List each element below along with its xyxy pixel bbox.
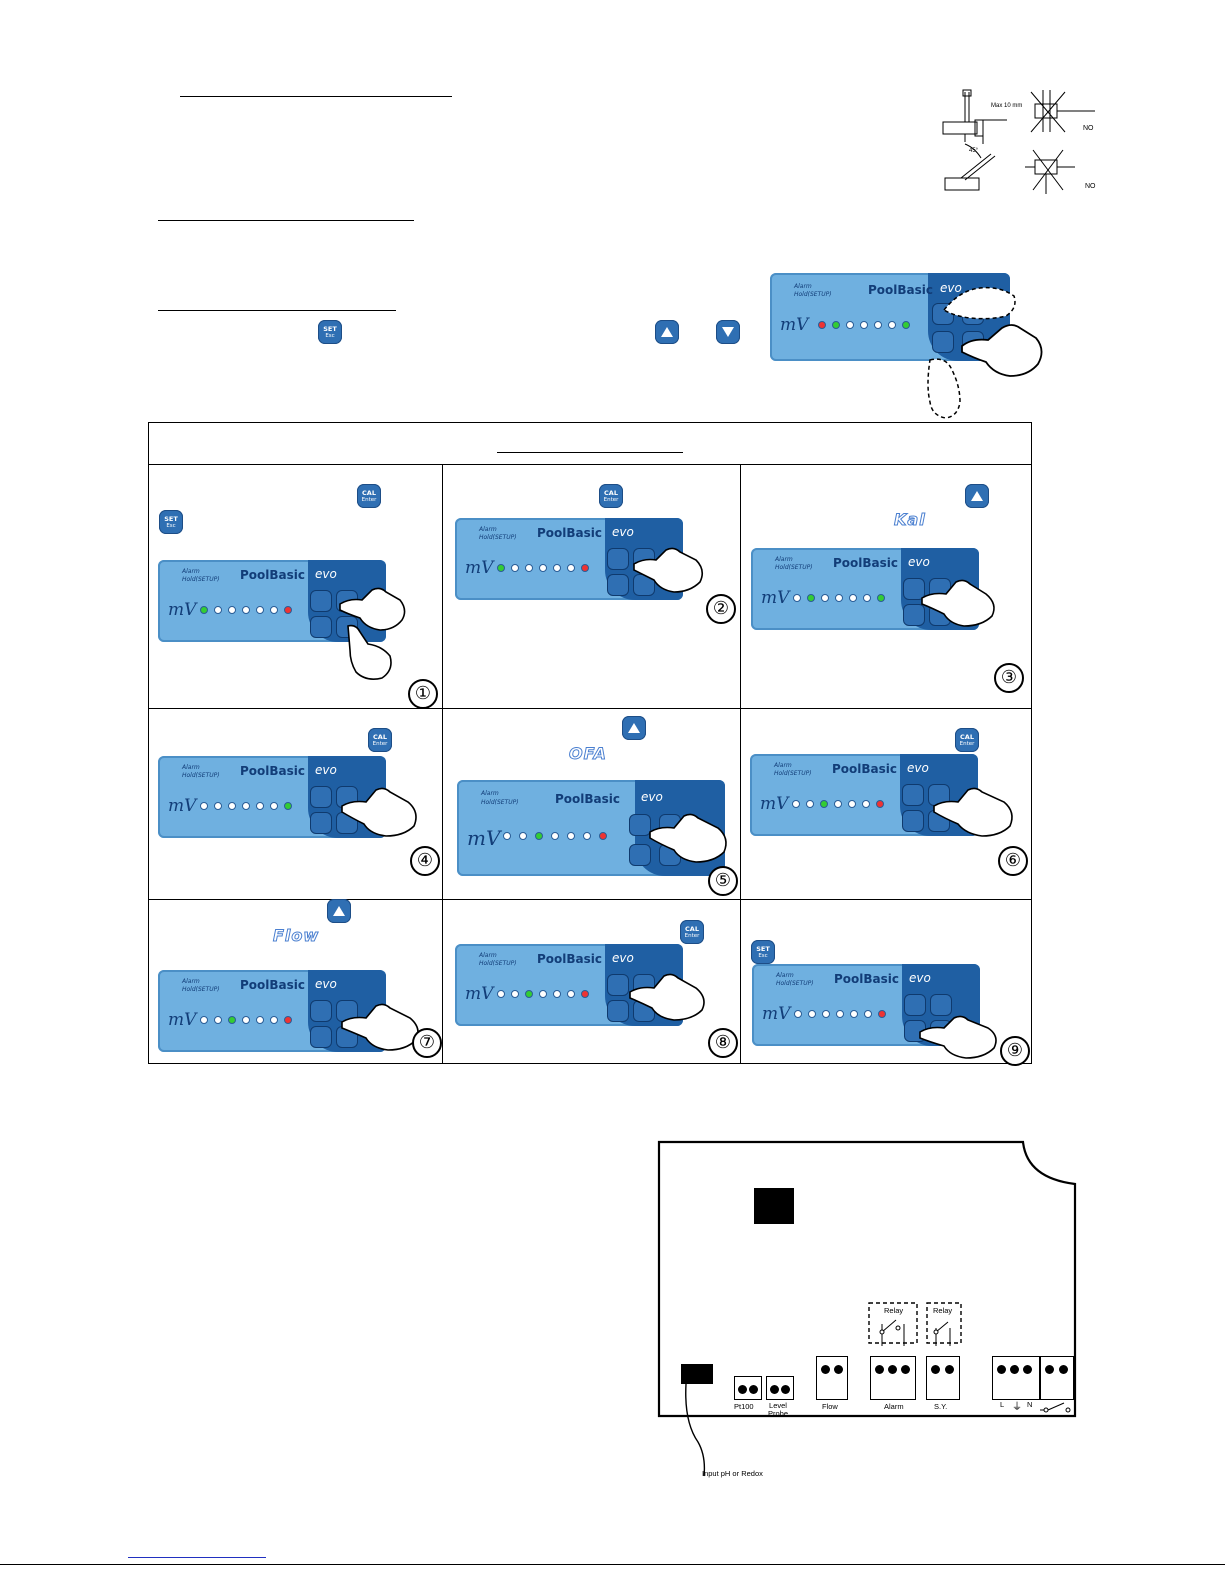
terminal-alarm bbox=[870, 1356, 916, 1400]
terminal-mains bbox=[992, 1356, 1040, 1400]
hand-pointer bbox=[347, 624, 392, 680]
step-number: ② bbox=[706, 594, 736, 624]
no-label-1: NO bbox=[1083, 125, 1094, 132]
footer-link-underline bbox=[128, 1557, 266, 1558]
grid-title-underline bbox=[497, 452, 683, 453]
step-number: ④ bbox=[410, 846, 440, 876]
label-alarm: Alarm bbox=[884, 1402, 904, 1411]
pcb-outline bbox=[657, 1140, 1077, 1418]
terminal-pt100 bbox=[734, 1376, 762, 1400]
label-level-probe: Level Probe bbox=[767, 1401, 788, 1418]
terminal-flow bbox=[816, 1356, 848, 1400]
hand-pointer bbox=[649, 813, 727, 863]
step-number: ③ bbox=[994, 663, 1024, 693]
switch-symbol-icon bbox=[1040, 1402, 1071, 1413]
hand-pointer bbox=[629, 973, 705, 1021]
relay-box-sv bbox=[926, 1302, 962, 1346]
label-mains-n: N bbox=[1027, 1400, 1033, 1409]
footer-rule bbox=[0, 1564, 1225, 1565]
probe-installation-figure: Max 10 mm 45° NO NO bbox=[942, 89, 1096, 194]
up-button-icon bbox=[327, 899, 351, 923]
step-number: ① bbox=[408, 679, 438, 709]
hand-pointer-dashed-bottom bbox=[927, 358, 961, 419]
relay-label-2: Relay bbox=[933, 1306, 953, 1315]
heading-underline-1 bbox=[180, 96, 452, 97]
mode-word-ofa: OFA bbox=[569, 744, 607, 764]
hand-pointer bbox=[961, 324, 1043, 377]
mode-word-kal: Kal bbox=[894, 510, 926, 530]
terminal-switch bbox=[1040, 1356, 1074, 1400]
grid-row-divider-2 bbox=[148, 899, 1032, 900]
hand-pointer bbox=[921, 579, 995, 627]
step-number: ⑤ bbox=[708, 866, 738, 896]
ground-icon: ⏚ bbox=[1012, 1402, 1022, 1413]
step-number: ⑦ bbox=[412, 1028, 442, 1058]
step-number: ⑧ bbox=[708, 1028, 738, 1058]
mode-word-flow: Flow bbox=[272, 926, 320, 946]
hand-pointer bbox=[933, 787, 1013, 837]
hand-pointer bbox=[919, 1015, 997, 1059]
hand-pointer bbox=[341, 787, 417, 837]
calibration-procedure-grid bbox=[148, 422, 1032, 1064]
max-label: Max 10 mm bbox=[991, 103, 1022, 109]
input-cable bbox=[685, 1383, 706, 1477]
up-button-icon bbox=[655, 320, 679, 344]
label-sv: S.Y. bbox=[934, 1402, 948, 1411]
label-pt100: Pt100 bbox=[734, 1402, 754, 1411]
terminal-sv bbox=[926, 1356, 960, 1400]
hand-pointer bbox=[633, 547, 704, 593]
label-input: Input pH or Redox bbox=[702, 1469, 763, 1478]
label-flow: Flow bbox=[822, 1402, 838, 1411]
no-label-2: NO bbox=[1085, 183, 1096, 190]
up-button-icon bbox=[965, 484, 989, 508]
relay-box-alarm bbox=[868, 1302, 918, 1346]
grid-row-divider-1 bbox=[148, 708, 1032, 709]
hand-pointer-dashed-top bbox=[942, 286, 1016, 320]
grid-col-divider-1 bbox=[442, 464, 443, 1064]
relay-label-1: Relay bbox=[884, 1306, 904, 1315]
hand-pointer bbox=[339, 587, 406, 631]
step-number: ⑥ bbox=[998, 846, 1028, 876]
heading-underline-3 bbox=[158, 310, 396, 311]
grid-header-divider bbox=[148, 464, 1032, 465]
grid-col-divider-2 bbox=[740, 464, 741, 1064]
label-mains-l: L bbox=[1000, 1400, 1005, 1409]
heading-underline-2 bbox=[158, 220, 414, 221]
up-button-icon bbox=[622, 716, 646, 740]
step-number: ⑨ bbox=[1000, 1036, 1030, 1066]
down-button-icon bbox=[716, 320, 740, 344]
terminal-level-probe bbox=[766, 1376, 794, 1400]
angle-label: 45° bbox=[969, 148, 979, 154]
